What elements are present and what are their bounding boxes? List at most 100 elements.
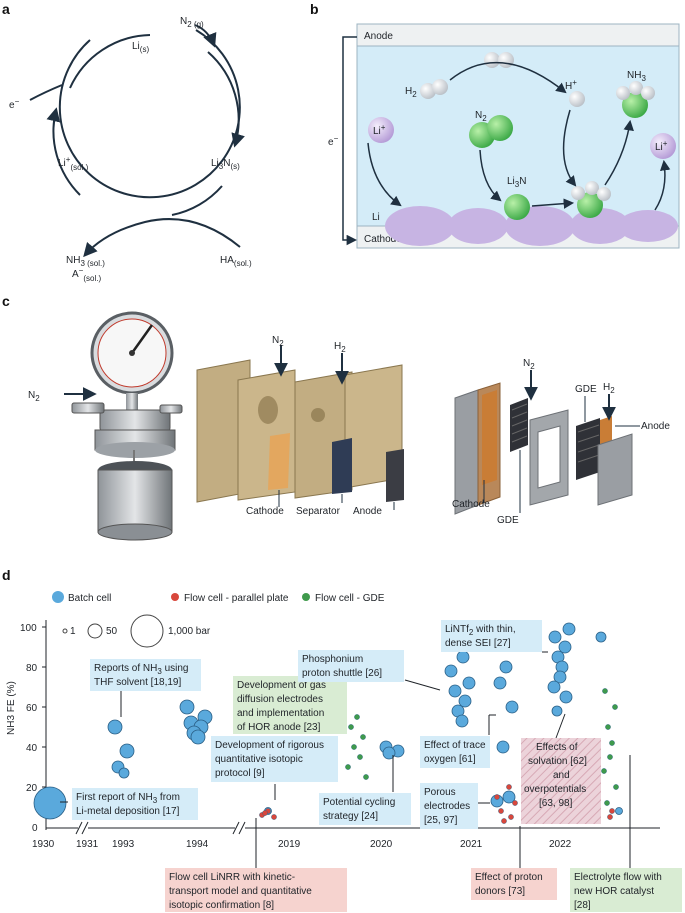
data-point-batch-30: [558, 640, 572, 654]
label-anode-c-mid: Anode: [353, 506, 382, 517]
data-point-batch-23: [493, 676, 507, 690]
label-li-s: Li(s): [132, 41, 149, 54]
cycle-circle: [58, 29, 241, 199]
legend-parallel-label: Flow cell - parallel plate: [184, 593, 289, 604]
data-point-batch-16: [444, 664, 458, 678]
label-n2-c-left: N2: [28, 390, 40, 403]
data-point-batch-34: [547, 680, 561, 694]
label-electron-b: e−: [328, 134, 339, 148]
li3n-molecule: [504, 194, 530, 220]
arrow-li-ion-release: [654, 159, 671, 211]
data-point-batch-5: [179, 699, 195, 715]
size-legend-1-label: 1: [70, 626, 76, 637]
ann-first-report-2: Li-metal deposition [17]: [76, 806, 180, 817]
gde-flow-cell: [454, 382, 633, 515]
label-h-plus: H+: [565, 78, 577, 92]
data-point-parallel-8: [508, 814, 514, 820]
ann-electrolyte-2: new HOR catalyst: [574, 886, 654, 897]
label-nh3-sol: NH3 (sol.): [66, 255, 105, 268]
h2-molecule: [420, 79, 448, 99]
data-point-batch-21: [455, 714, 469, 728]
nh3-forming-molecule: [571, 181, 611, 218]
ann-porous-1: Porous: [424, 787, 456, 798]
ann-rigorous-1: Development of rigorous: [215, 740, 324, 751]
label-h2-b: H2: [405, 86, 417, 99]
data-point-batch-22: [499, 660, 513, 674]
legend-parallel-marker: [171, 593, 179, 601]
data-point-batch-4: [118, 767, 130, 779]
ann-solvation-3: and: [553, 770, 570, 781]
legend: Batch cell Flow cell - parallel plate Fl…: [52, 591, 385, 648]
ann-first-report-1: First report of NH3 from: [76, 792, 180, 805]
data-point-batch-35: [559, 690, 573, 704]
data-point-batch-0: [33, 786, 67, 820]
x-axis: 1930 1931 1993 1994 2019 2020 2021 2022: [32, 820, 660, 850]
data-point-gde-0: [354, 714, 360, 720]
xtick-1930: 1930: [32, 839, 55, 850]
legend-batch-marker: [52, 591, 64, 603]
label-a-minus-sol: A−(sol.): [72, 266, 101, 283]
data-point-parallel-5: [494, 794, 500, 800]
arrow-nh3-release: [604, 119, 634, 186]
gde-electrode-left: [510, 398, 528, 452]
ann-solvation-2: solvation [62]: [528, 756, 587, 767]
data-point-parallel-7: [498, 808, 504, 814]
data-point-parallel-4: [506, 784, 512, 790]
ann-phosphonium-1: Phosphonium: [302, 654, 363, 665]
data-point-gde-5: [345, 764, 351, 770]
data-point-gde-9: [605, 724, 611, 730]
label-h2-c-right: H2: [603, 382, 615, 395]
xtick-1994: 1994: [186, 839, 209, 850]
data-point-parallel-3: [262, 810, 268, 816]
ann-solvation-5: [63, 98]: [539, 798, 573, 809]
panel-label-b: b: [310, 1, 319, 17]
data-point-batch-14: [382, 746, 396, 760]
h-plus-atom: [569, 91, 585, 107]
label-nh3-b: NH3: [627, 70, 646, 83]
ann-flow-linrr-1: Flow cell LiNRR with kinetic-: [169, 872, 295, 883]
data-point-batch-1: [107, 719, 123, 735]
data-point-gde-11: [607, 754, 613, 760]
xtick-1993: 1993: [112, 839, 135, 850]
data-point-gde-2: [360, 734, 366, 740]
data-point-gde-10: [609, 740, 615, 746]
data-point-batch-19: [458, 694, 472, 708]
ytick-60: 60: [26, 703, 38, 714]
electron-input-line: [29, 84, 63, 101]
arrow-h2-oxidation: [449, 61, 567, 94]
data-point-gde-12: [601, 768, 607, 774]
batch-cell-autoclave: [71, 311, 183, 541]
ytick-20: 20: [26, 783, 38, 794]
data-point-batch-36: [551, 705, 563, 717]
ytick-0: 0: [32, 823, 38, 834]
cycle-arrow-right: [207, 51, 245, 148]
label-li-ion-left: Li+: [373, 123, 386, 137]
ann-lintf-1: LiNTf2 with thin,: [445, 624, 516, 637]
ann-porous-3: [25, 97]: [424, 815, 458, 826]
xtick-2022: 2022: [549, 839, 572, 850]
arrow-n2-reduction: [479, 149, 502, 202]
data-point-batch-24: [505, 700, 519, 714]
size-legend-50: [87, 623, 103, 639]
ann-thf-2: THF solvent [18,19]: [94, 677, 181, 688]
label-electron-a: e−: [9, 97, 20, 111]
data-point-gde-13: [613, 784, 619, 790]
ann-trace-2: oxygen [61]: [424, 754, 476, 765]
ann-porous-2: electrodes: [424, 801, 470, 812]
ann-flow-linrr-2: transport model and quantitative: [169, 886, 312, 897]
data-point-parallel-10: [609, 808, 615, 814]
arrow-li-deposit: [367, 142, 402, 207]
panel-b: b Anode Cathode e− Li Li+ Li+ H2 H+: [310, 1, 680, 249]
ann-solvation-4: overpotentials: [524, 784, 586, 795]
data-point-batch-28: [562, 622, 576, 636]
label-cathode-c-right: Cathode: [452, 499, 490, 510]
nh3-molecule-b: [616, 81, 655, 118]
data-point-gde-1: [348, 724, 354, 730]
size-legend-1: [62, 628, 68, 634]
panel-d: d Batch cell Flow cell - parallel plate …: [2, 567, 682, 912]
data-points: [33, 622, 623, 824]
ytick-40: 40: [26, 743, 38, 754]
lithium-deposit: [385, 206, 678, 246]
legend-gde-marker: [302, 593, 310, 601]
